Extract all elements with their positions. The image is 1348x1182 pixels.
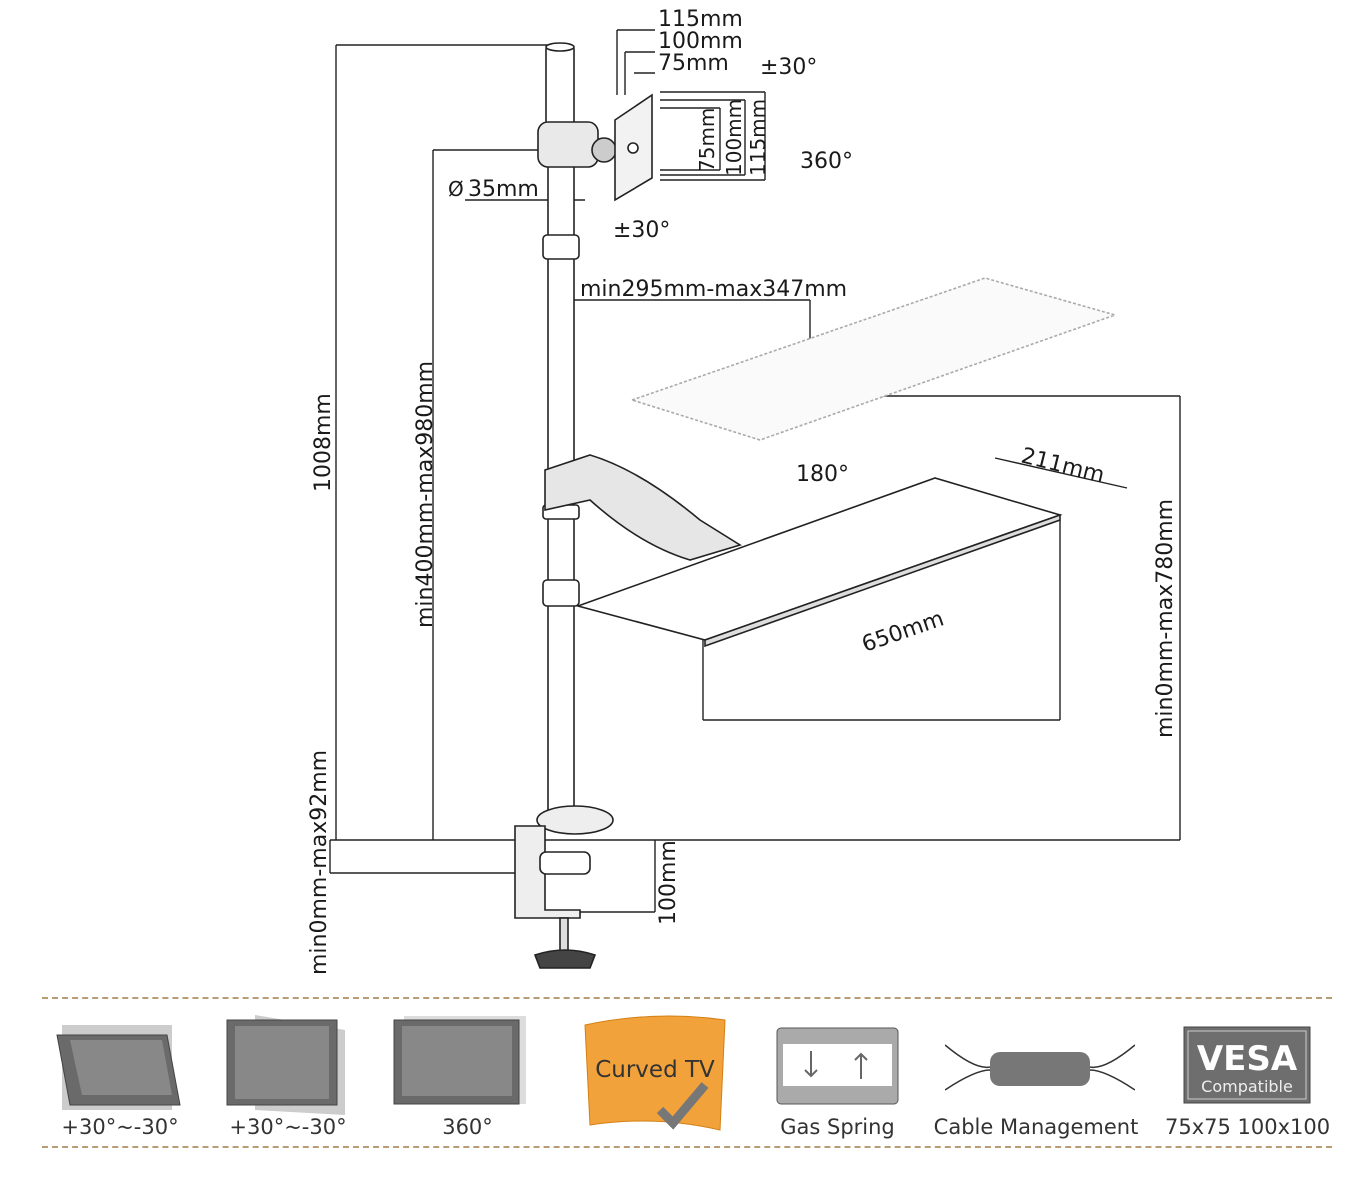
vesa-badge-sub: Compatible (1201, 1077, 1293, 1096)
vesa-115-vertical-label: 115mm (746, 99, 770, 176)
swivel-icon (226, 1015, 345, 1115)
vesa-75-label: 75mm (658, 51, 729, 76)
vesa-sizes-label: 75x75 100x100 (1165, 1115, 1331, 1139)
tilt-top-label: ±30° (760, 55, 817, 80)
vesa-75-vertical-label: 75mm (695, 108, 719, 172)
pole-diameter-label: 35mm (468, 177, 539, 202)
vesa-100-vertical-label: 100mm (722, 99, 746, 176)
shelf-width-label: 650mm (859, 606, 947, 657)
total-height-label: 1008mm (311, 393, 336, 492)
rotation-icon (393, 1016, 526, 1105)
shelf-height-label: min0mm-max780mm (1153, 499, 1178, 738)
curved-tv-icon: Curved TV (584, 1015, 726, 1131)
rotate-360-label: 360° (800, 149, 853, 174)
cable-management-icon (945, 1044, 1135, 1091)
mount-diagram: 115mm 100mm 75mm ±30° 360° ±30° 75mm 100… (307, 7, 1181, 975)
head-height-label: min400mm-max980mm (413, 361, 438, 628)
vesa-100-label: 100mm (658, 29, 743, 54)
tilt-bottom-label: ±30° (613, 218, 670, 243)
clamp-depth-label: 100mm (656, 840, 681, 925)
swivel-label: 180° (796, 462, 849, 487)
feature-strip-top-divider (42, 997, 1332, 999)
rotation-feature-label: 360° (442, 1115, 493, 1139)
gas-spring-icon (776, 1027, 899, 1105)
vesa-115-label: 115mm (658, 7, 743, 32)
arm-reach-label: min295mm-max347mm (580, 277, 847, 302)
vesa-badge-main: VESA (1197, 1039, 1298, 1079)
curved-tv-badge: Curved TV (595, 1057, 715, 1083)
gas-spring-label: Gas Spring (780, 1115, 895, 1139)
feature-strip-bottom-divider (42, 1146, 1332, 1148)
tilt-feature-label: +30°~-30° (61, 1115, 179, 1139)
clamp-range-label: min0mm-max92mm (307, 750, 332, 975)
cable-management-label: Cable Management (933, 1115, 1139, 1139)
shelf-depth-label: 211mm (1019, 444, 1107, 489)
vesa-icon: VESA Compatible (1183, 1026, 1311, 1104)
swivel-feature-label: +30°~-30° (229, 1115, 347, 1139)
tilt-icon (56, 1025, 181, 1110)
diameter-symbol: Ø (448, 177, 464, 201)
